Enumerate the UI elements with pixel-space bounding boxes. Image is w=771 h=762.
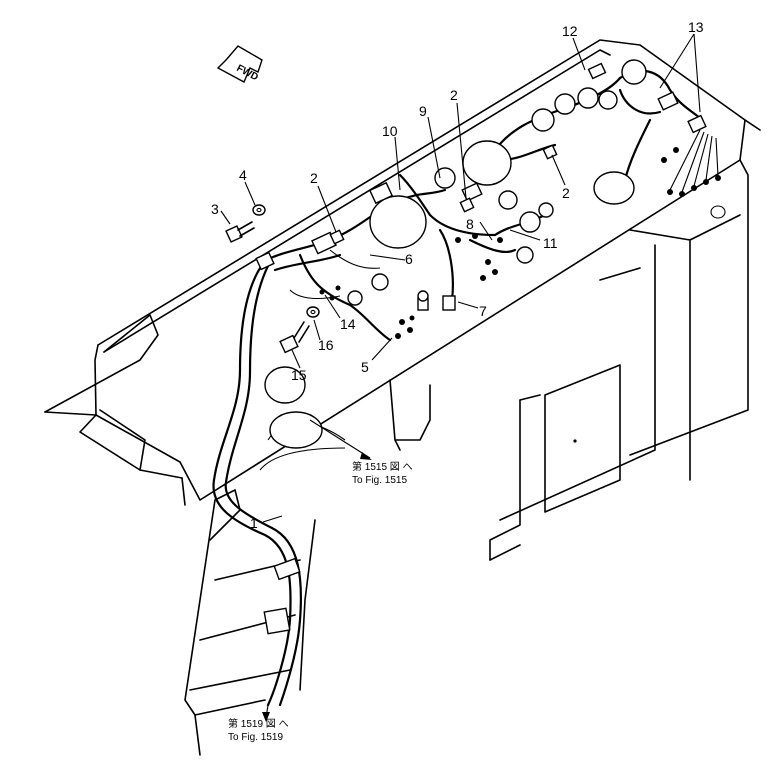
round-opening-3 xyxy=(593,171,635,205)
leader-lines xyxy=(220,33,701,722)
figure-reference-1515: 第 1515 図 へ To Fig. 1515 xyxy=(352,460,413,486)
round-opening-2 xyxy=(269,411,323,449)
callout-5: 5 xyxy=(361,359,369,375)
callout-15: 15 xyxy=(291,367,307,383)
callout-labels: 1 2 2 2 3 4 5 6 7 8 9 10 11 12 13 14 15 … xyxy=(211,19,704,531)
callout-2-left: 2 xyxy=(310,170,318,186)
bolt-3 xyxy=(225,221,255,243)
bolt-15 xyxy=(279,321,310,354)
callout-13: 13 xyxy=(688,19,704,35)
fwd-arrow-icon: FWD xyxy=(216,45,263,83)
callout-2-middle: 2 xyxy=(450,87,458,103)
callout-2-right: 2 xyxy=(562,185,570,201)
terminal-fan xyxy=(661,129,721,197)
round-opening xyxy=(264,366,306,404)
dashboard-body xyxy=(44,39,761,756)
callout-6: 6 xyxy=(405,251,413,267)
components xyxy=(255,59,721,449)
large-gauge-2 xyxy=(462,140,512,186)
washer-16 xyxy=(306,306,320,318)
ref-1515-en: To Fig. 1515 xyxy=(352,475,407,486)
callout-1: 1 xyxy=(250,515,258,531)
figure-reference-1519: 第 1519 図 へ To Fig. 1519 xyxy=(228,717,289,743)
ref-1519-en: To Fig. 1519 xyxy=(228,732,283,743)
callout-10: 10 xyxy=(382,123,398,139)
callout-8: 8 xyxy=(466,216,474,232)
callout-4: 4 xyxy=(239,167,247,183)
large-gauge xyxy=(369,195,427,249)
callout-11: 11 xyxy=(543,235,558,251)
callout-12: 12 xyxy=(562,23,578,39)
callout-16: 16 xyxy=(318,337,334,353)
washer-4 xyxy=(252,204,266,216)
ref-1519-jp: 第 1519 図 へ xyxy=(228,717,289,730)
callout-3: 3 xyxy=(211,201,219,217)
callout-14: 14 xyxy=(340,316,356,332)
callout-9: 9 xyxy=(419,103,427,119)
callout-7: 7 xyxy=(479,303,487,319)
ref-1515-jp: 第 1515 図 へ xyxy=(352,460,413,473)
